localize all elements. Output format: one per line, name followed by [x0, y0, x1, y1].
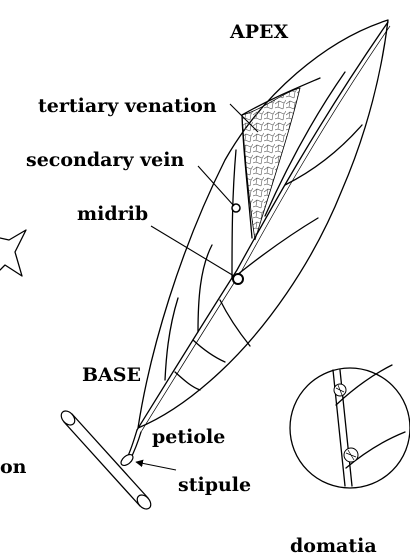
domatia-label: domatia	[290, 535, 377, 556]
secondary-vein-2	[232, 150, 236, 279]
secondary-vein-label: secondary vein	[26, 149, 184, 171]
star-fragment	[0, 230, 26, 276]
edge-text-fragment: on	[0, 456, 27, 478]
stipule-label: stipule	[178, 474, 251, 496]
midrib-label: midrib	[77, 203, 148, 225]
domatia-inset	[290, 365, 410, 488]
tertiary-venation-label: tertiary venation	[38, 95, 217, 117]
base-label: BASE	[82, 364, 141, 386]
secondary-vein-10	[175, 372, 200, 390]
secondary-vein-8	[193, 340, 225, 362]
secondary-vein-5	[237, 218, 318, 275]
petiole-label: petiole	[152, 426, 225, 448]
secondary-vein-6	[220, 300, 250, 346]
secondary-vein-leader	[198, 166, 234, 206]
apex-label: APEX	[229, 21, 289, 43]
midrib-marker	[233, 274, 243, 284]
stipule-leader	[136, 462, 176, 470]
secondary-vein-4	[285, 125, 362, 185]
